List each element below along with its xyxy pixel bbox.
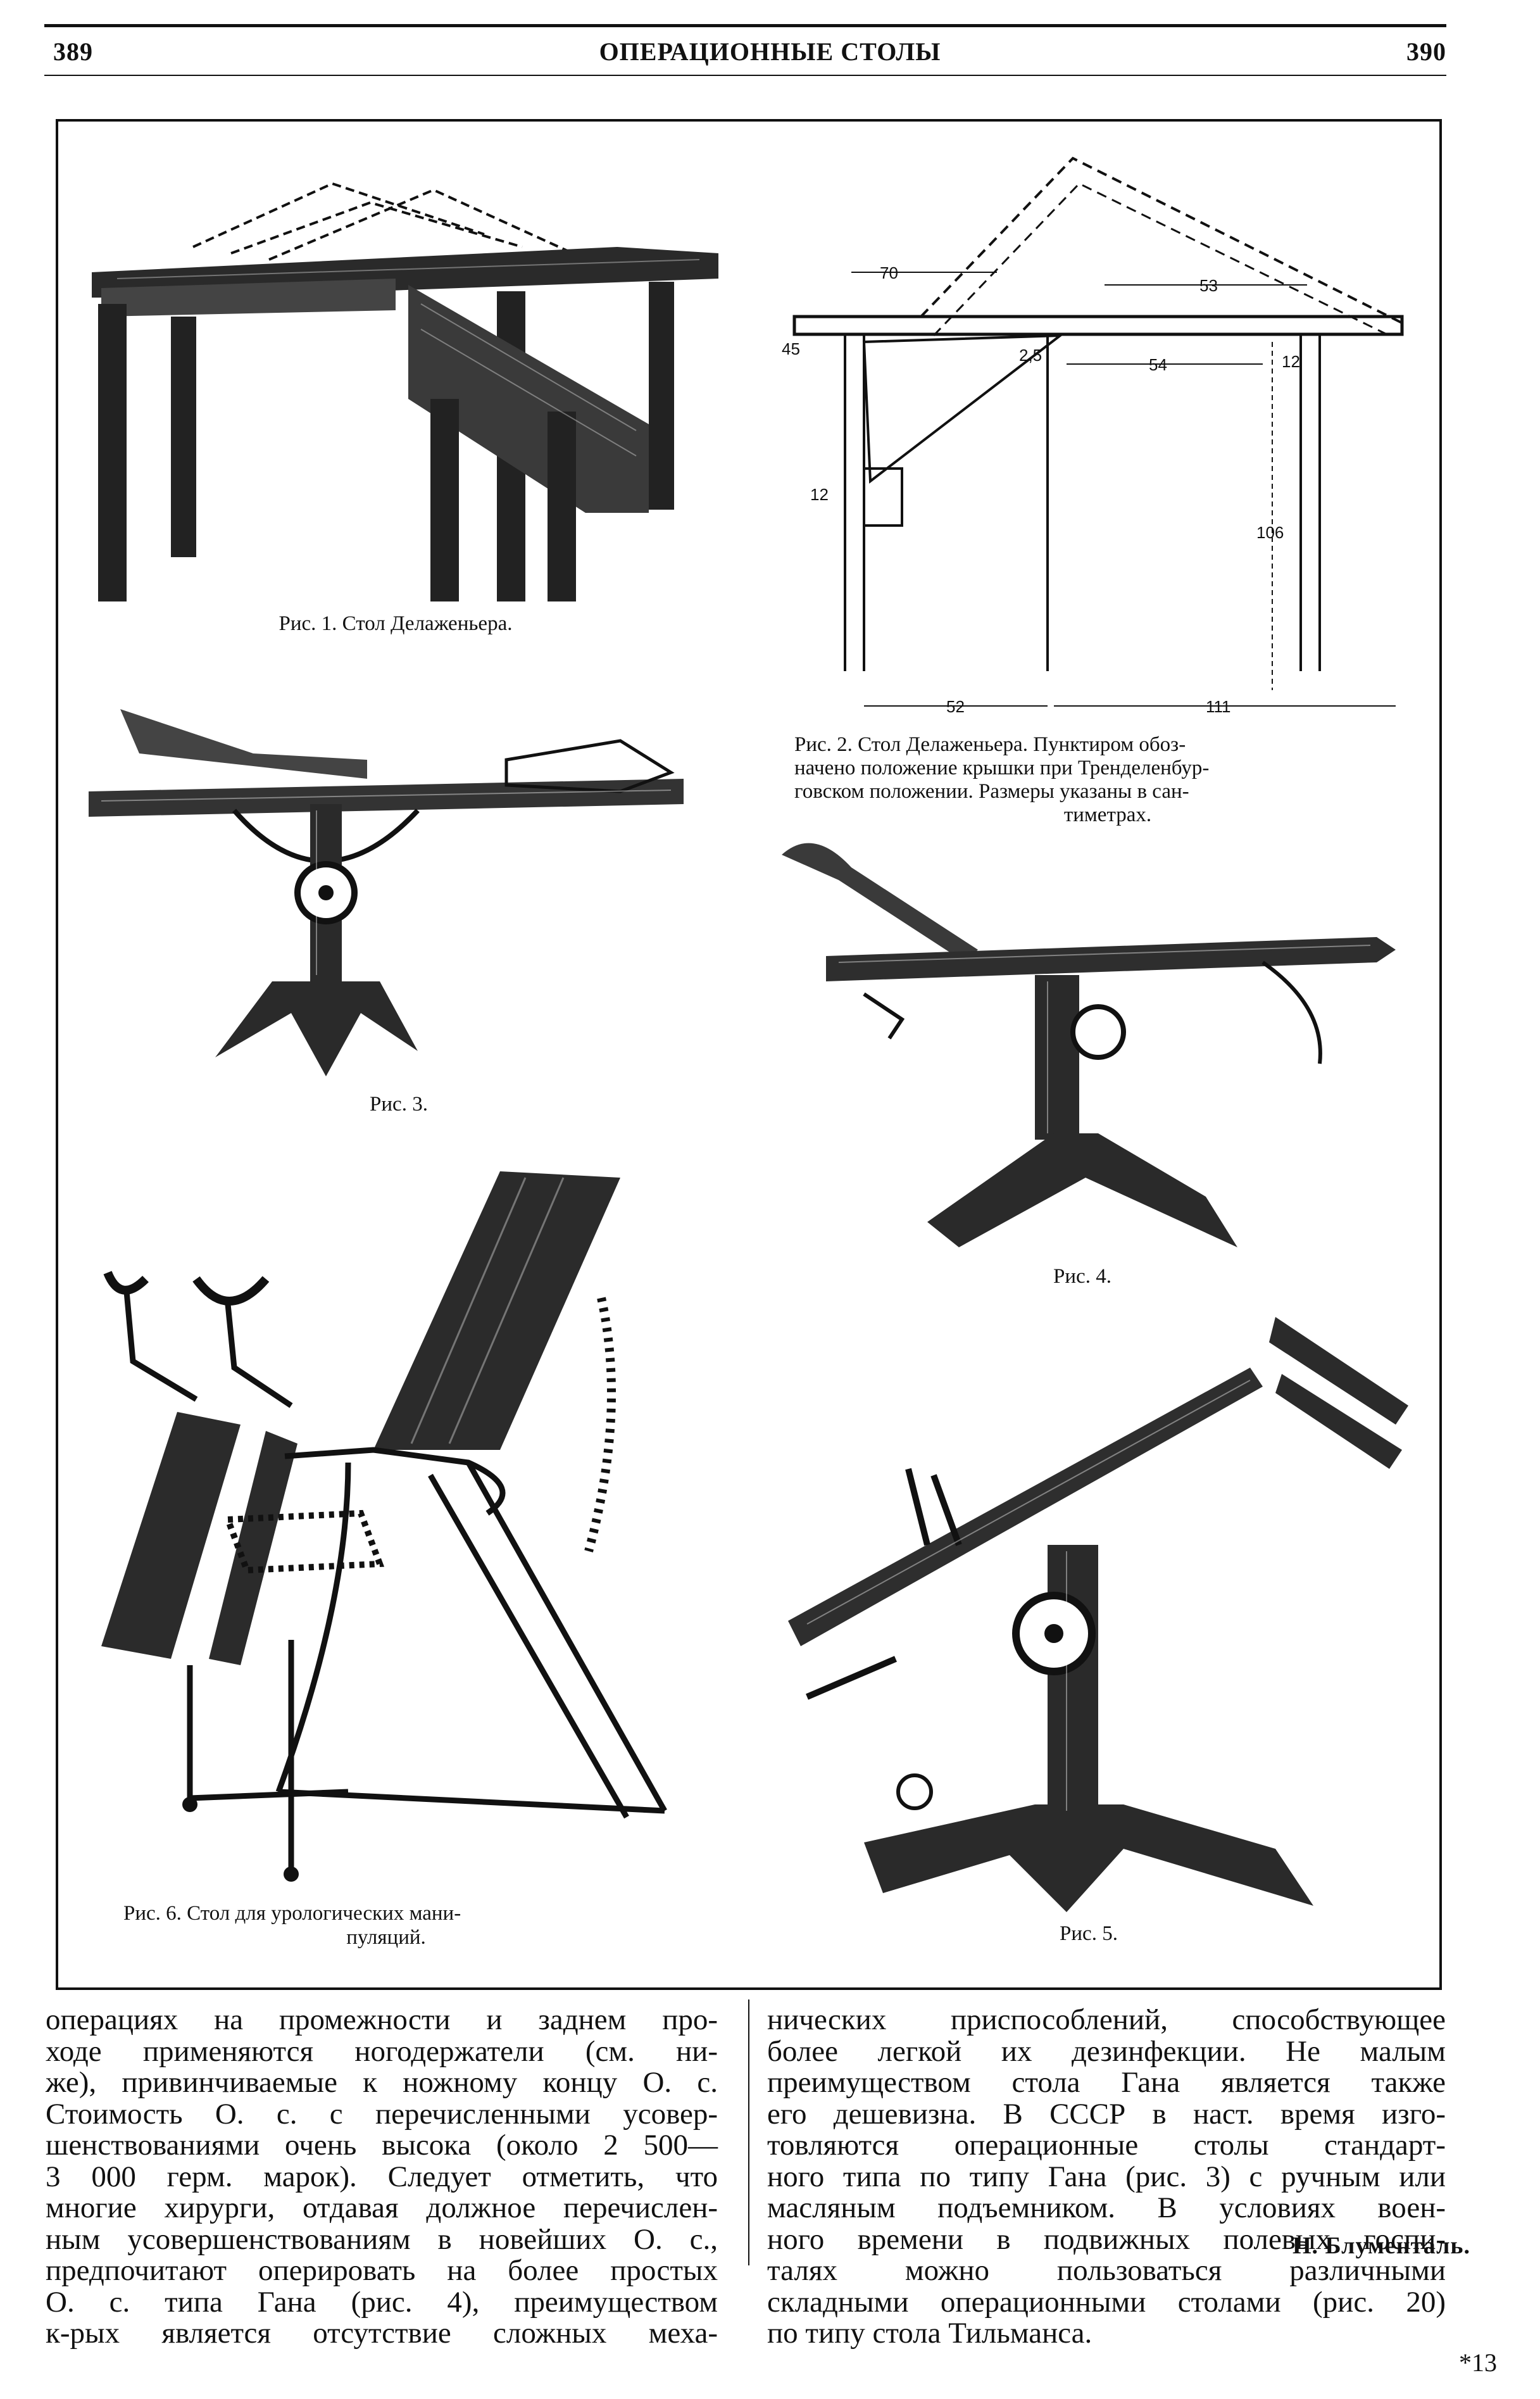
column-divider: [748, 1999, 749, 2265]
dim-53: 53: [1199, 276, 1218, 295]
text-line: 3 000 герм. марок). Следует отметить, чт…: [46, 2160, 718, 2193]
text-line: ным усовершенствованиям в новейших О. с.…: [46, 2222, 718, 2256]
sheet-signature-mark: *13: [1459, 2348, 1497, 2377]
caption-line: говском положении. Размеры указаны в сан…: [794, 780, 1189, 803]
text-line: складными операционными столами (рис. 20…: [767, 2285, 1446, 2319]
text-line: нических приспособлений, способствующее: [767, 2003, 1446, 2036]
caption-line: пуляций.: [346, 1926, 426, 1949]
figure-4-illustration: [769, 829, 1434, 1260]
figure-2-caption: Рис. 2. Стол Делаженьера. Пунктиром обоз…: [794, 733, 1421, 827]
plates-frame: [56, 119, 1442, 1990]
dim-111: 111: [1206, 697, 1231, 716]
page-number-left: 389: [53, 37, 93, 66]
running-title: ОПЕРАЦИОННЫЕ СТОЛЫ: [599, 37, 941, 66]
dim-52: 52: [946, 697, 965, 716]
header-top-rule: [44, 24, 1446, 27]
text-line: более легкой их дезинфекции. Не малым: [767, 2034, 1446, 2068]
dim-12-side: 12: [810, 485, 829, 504]
body-text-left-column: операциях на промежности и заднем про- х…: [46, 2003, 718, 2350]
caption-line: Рис. 6. Стол для урологических мани-: [123, 1902, 461, 1925]
dim-54: 54: [1149, 355, 1167, 374]
caption-line: начено положение крышки при Тренделенбур…: [794, 757, 1210, 779]
figure-1-illustration: [79, 158, 744, 614]
figure-5-illustration: [769, 1304, 1434, 1931]
text-line: многие хирурги, отдавая должное перечисл…: [46, 2191, 718, 2224]
figure-5-caption: Рис. 5.: [1060, 1922, 1118, 1945]
text-line: к-рых является отсутствие сложных меха-: [46, 2317, 718, 2350]
text-line: товляются операционные столы стандарт-: [767, 2129, 1446, 2162]
figure-3-caption: Рис. 3.: [370, 1093, 428, 1116]
text-line: же), привинчиваемые к ножному концу О. с…: [46, 2066, 718, 2099]
text-line: ного времени в подвижных полевых госпи-: [767, 2222, 1446, 2256]
text-line: талях можно пользоваться различными: [767, 2254, 1446, 2287]
page-number-right: 390: [1406, 37, 1446, 66]
text-line: преимуществом стола Гана является также: [767, 2066, 1446, 2099]
dim-70: 70: [880, 263, 898, 282]
text-line: Стоимость О. с. с перечисленными усовер-: [46, 2097, 718, 2131]
text-line: масляным подъемником. В условиях воен-: [767, 2191, 1446, 2224]
author-signature: Н. Блументаль.: [1292, 2232, 1470, 2259]
text-line: О. с. типа Гана (рис. 4), преимуществом: [46, 2285, 718, 2319]
text-line: шенствованиями очень высока (около 2 500…: [46, 2129, 718, 2162]
text-line: по типу стола Тильманса.: [767, 2317, 1092, 2350]
figure-1-caption: Рис. 1. Стол Делаженьера.: [279, 612, 513, 635]
header-bottom-rule: [44, 75, 1446, 76]
body-text-right-column: нических приспособлений, способствующее …: [767, 2003, 1446, 2350]
caption-line: Рис. 2. Стол Делаженьера. Пунктиром обоз…: [794, 733, 1186, 756]
dim-106: 106: [1256, 523, 1284, 542]
dim-12-top: 12: [1282, 352, 1300, 371]
figure-2-illustration: 70 53 45 2,5 54 12 12 106 52 111: [769, 146, 1434, 728]
text-line: ходе применяются ногодержатели (см. ни-: [46, 2034, 718, 2068]
caption-line: тиметрах.: [1063, 803, 1152, 826]
text-line: его дешевизна. В СССР в наст. время изго…: [767, 2097, 1446, 2131]
dim-45: 45: [782, 339, 800, 358]
text-line: операциях на промежности и заднем про-: [46, 2003, 718, 2036]
figure-6-illustration: [82, 1159, 753, 1887]
text-line: ного типа по типу Гана (рис. 3) с ручным…: [767, 2160, 1446, 2193]
text-line: предпочитают оперировать на более просты…: [46, 2254, 718, 2287]
figure-3-illustration: [63, 684, 734, 1089]
figure-4-caption: Рис. 4.: [1053, 1265, 1111, 1288]
figure-6-caption: Рис. 6. Стол для урологических мани- пул…: [123, 1901, 649, 1949]
dim-2-5: 2,5: [1019, 346, 1042, 365]
